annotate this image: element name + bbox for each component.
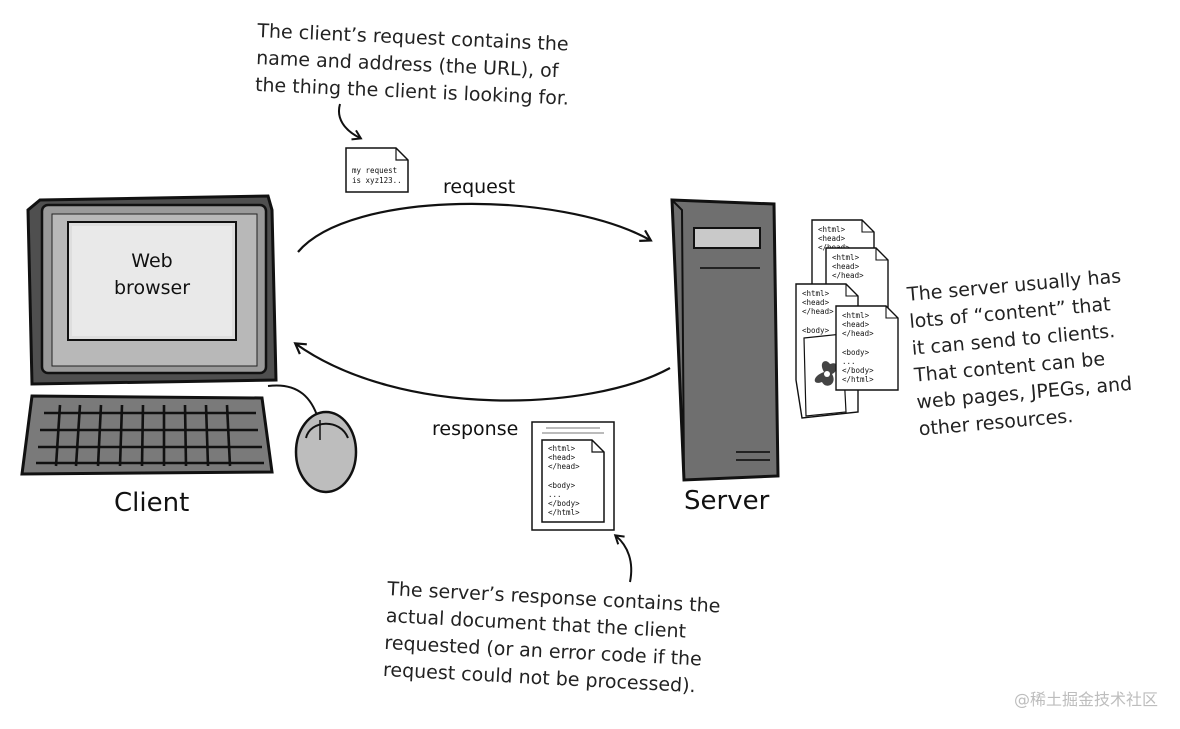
server-tower-icon <box>670 198 780 482</box>
svg-text:<head>: <head> <box>818 234 846 243</box>
keyboard-icon <box>20 394 274 476</box>
svg-text:<head>: <head> <box>802 298 830 307</box>
svg-text:<html>: <html> <box>818 225 846 234</box>
svg-text:</head>: </head> <box>842 329 874 338</box>
watermark: @稀土掘金技术社区 <box>1013 690 1158 709</box>
client-label: Client <box>114 488 190 518</box>
svg-text:<head>: <head> <box>842 320 870 329</box>
html-line: </body> <box>548 499 580 508</box>
svg-text:</body>: </body> <box>842 366 874 375</box>
svg-text:<html>: <html> <box>832 253 860 262</box>
request-document-icon: my request is xyz123.. <box>345 147 409 193</box>
request-label: request <box>443 176 516 198</box>
svg-text:</head>: </head> <box>832 271 864 280</box>
svg-text:<html>: <html> <box>802 289 830 298</box>
request-doc-line: is xyz123.. <box>352 176 402 185</box>
html-line: </head> <box>548 462 580 471</box>
response-note-pointer <box>613 534 633 583</box>
html-line: </html> <box>548 508 580 517</box>
request-arrow <box>297 202 653 253</box>
client-monitor-icon <box>26 194 278 386</box>
html-line: <html> <box>548 444 576 453</box>
svg-text:<body>: <body> <box>842 348 870 357</box>
response-label: response <box>432 418 519 440</box>
web-browser-label: Web browser <box>110 248 194 302</box>
svg-text:<head>: <head> <box>832 262 860 271</box>
response-note: The server’s response contains the actua… <box>382 576 721 701</box>
content-page-icon: <html> <head> </head> <body> ... </body>… <box>835 305 899 391</box>
svg-text:</head>: </head> <box>802 307 834 316</box>
html-line: <head> <box>548 453 576 462</box>
web-browser-label-line1: Web <box>131 250 173 272</box>
svg-text:<body>: <body> <box>802 326 830 335</box>
response-document-icon: <html> <head> </head> <body> ... </body>… <box>531 421 615 531</box>
html-line: ... <box>548 490 562 499</box>
svg-text:<html>: <html> <box>842 311 870 320</box>
svg-text:</html>: </html> <box>842 375 874 384</box>
mouse-icon <box>267 384 358 494</box>
web-browser-label-line2: browser <box>113 277 191 299</box>
response-arrow <box>293 342 671 402</box>
request-note-pointer <box>338 103 363 141</box>
svg-text:...: ... <box>842 357 856 366</box>
server-content-stack: <html> <head> </head> <html> <head> </he… <box>795 219 899 419</box>
html-line: <body> <box>548 481 576 490</box>
request-doc-line: my request <box>352 166 397 175</box>
server-note: The server usually has lots of “content”… <box>906 263 1136 443</box>
server-label: Server <box>684 486 770 516</box>
request-note: The client’s request contains the name a… <box>254 18 571 113</box>
